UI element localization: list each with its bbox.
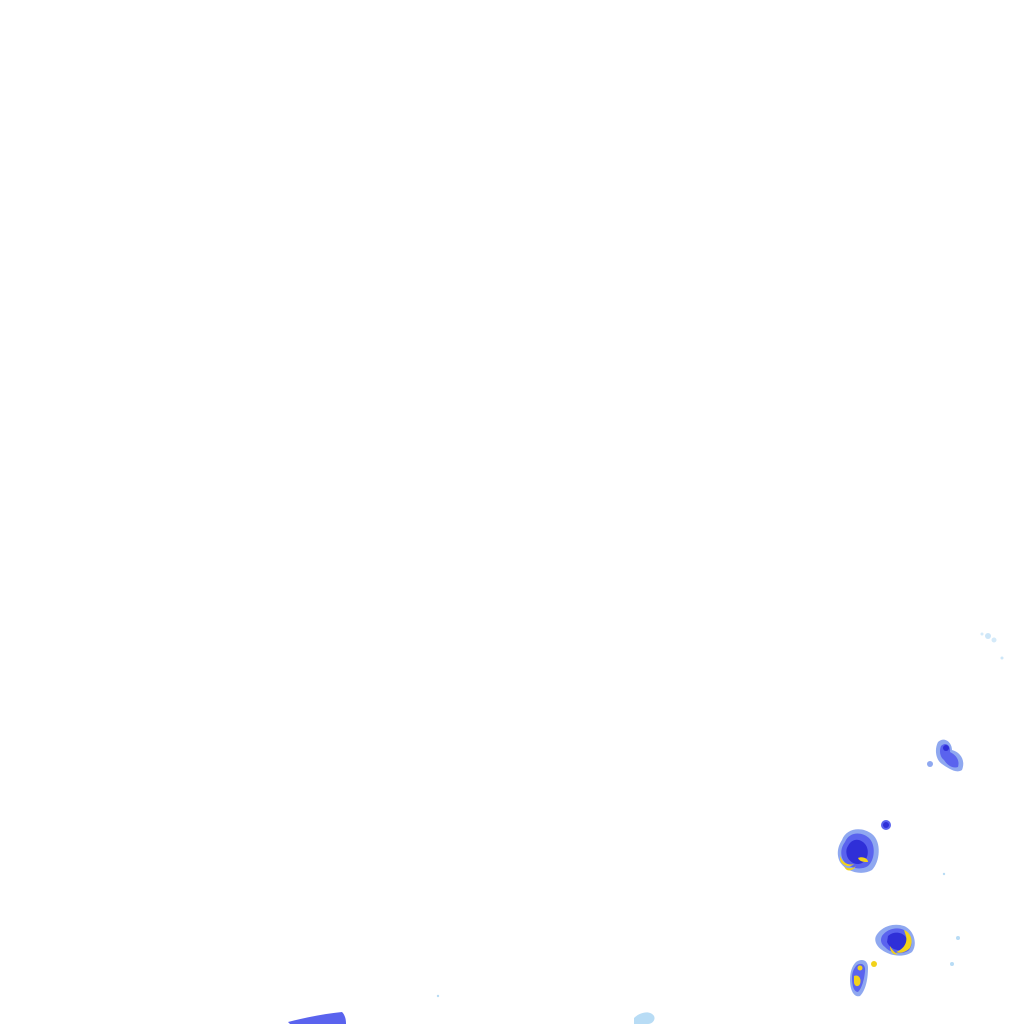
echo-edge-south-trace [634, 1012, 655, 1024]
echo-cell-central [837, 829, 879, 873]
echo-cell-ne-trace [980, 632, 1004, 660]
echo-cell-southeast [875, 872, 960, 966]
echo-edge-southwest [288, 994, 440, 1024]
echo-cell-south-band [850, 960, 877, 997]
echo-cell-east [927, 739, 964, 772]
echo-cell-small-dot [881, 820, 891, 830]
